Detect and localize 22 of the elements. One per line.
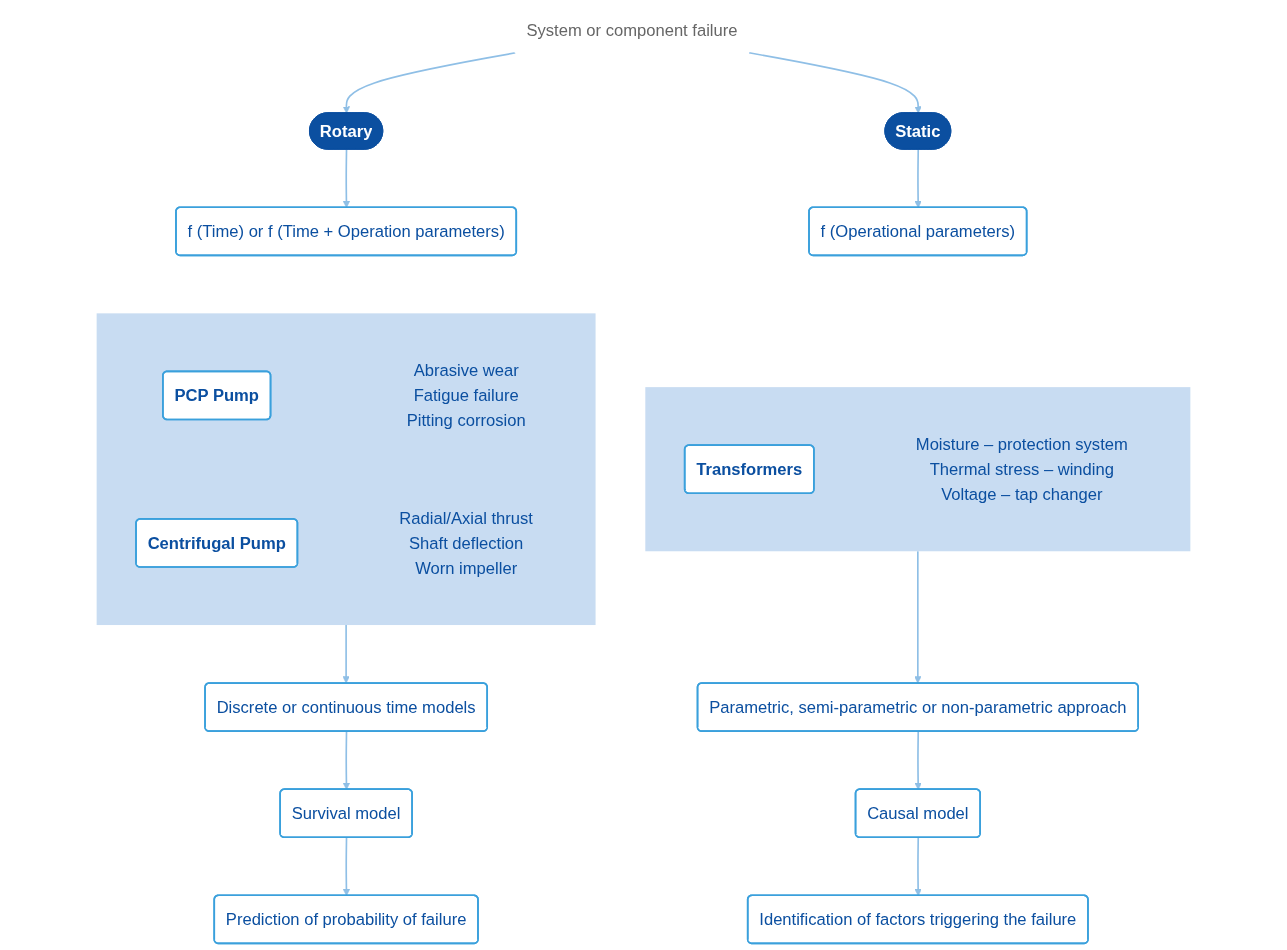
cluster [96,313,596,626]
node-label: Worn impeller [415,558,518,577]
arrow [342,148,351,208]
arrow [914,148,922,208]
node-label: Voltage – tap changer [941,484,1103,504]
arrow [914,730,922,790]
arrow [342,730,351,790]
arrow [748,51,922,114]
arrow [914,550,922,684]
arrow [342,836,351,897]
cluster [645,387,1191,552]
arrow [342,51,517,114]
node-label: Shaft deflection [409,533,524,553]
arrow [342,624,350,684]
node-label: Pitting corrosion [406,411,526,430]
node-label: Radial/Axial thrust [399,508,533,528]
arrow [914,836,922,897]
node-label: Moisture – protection system [915,435,1128,454]
node-text: System or component failure [526,21,738,40]
node-label: Abrasive wear [413,361,519,380]
node-label: Thermal stress – winding [929,460,1114,479]
node-label: Fatigue failure [413,386,519,405]
